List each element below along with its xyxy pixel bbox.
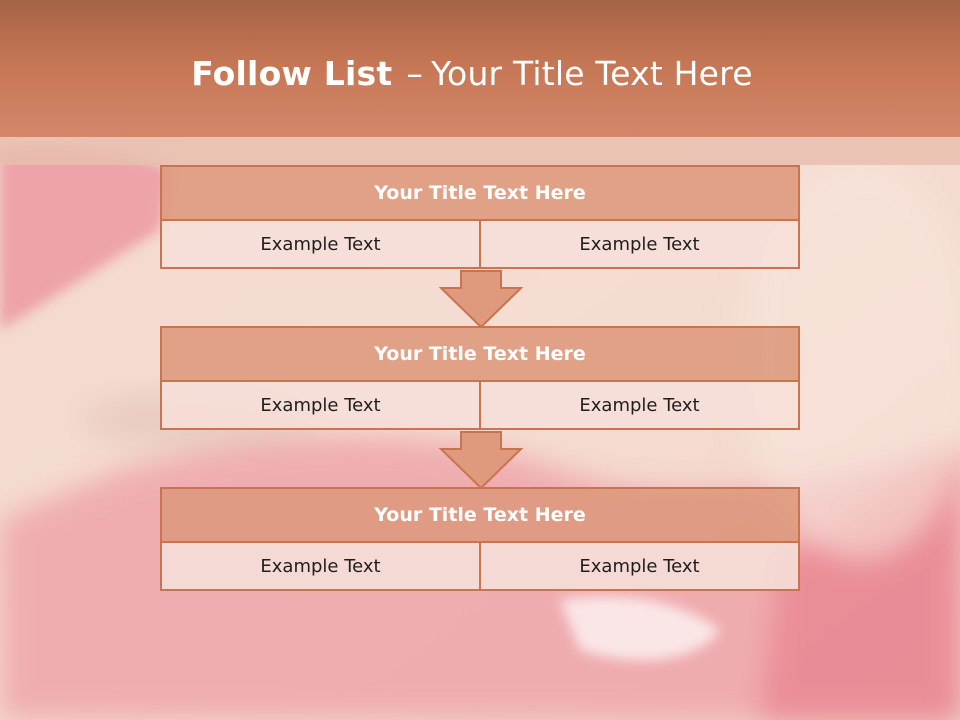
block-row: Example Text Example Text (160, 541, 800, 591)
block-cell-left: Example Text (160, 219, 481, 269)
block-title: Your Title Text Here (160, 326, 800, 382)
title-bold: Follow List (191, 54, 393, 93)
block-cell-right: Example Text (479, 219, 800, 269)
block-title: Your Title Text Here (160, 165, 800, 221)
block-cell-right: Example Text (479, 541, 800, 591)
list-block-1: Your Title Text Here Example Text Exampl… (160, 165, 800, 269)
list-block-3: Your Title Text Here Example Text Exampl… (160, 487, 800, 591)
block-row: Example Text Example Text (160, 219, 800, 269)
title-separator: – (406, 54, 424, 93)
down-arrow-icon (438, 270, 524, 328)
block-cell-left: Example Text (160, 541, 481, 591)
list-block-2: Your Title Text Here Example Text Exampl… (160, 326, 800, 430)
block-row: Example Text Example Text (160, 380, 800, 430)
block-title: Your Title Text Here (160, 487, 800, 543)
title-rest: Your Title Text Here (431, 54, 753, 93)
header-bar (0, 0, 960, 137)
header-strip (0, 137, 960, 165)
down-arrow-icon (438, 431, 524, 489)
slide-title: Follow List–Your Title Text Here (0, 54, 944, 93)
block-cell-left: Example Text (160, 380, 481, 430)
block-cell-right: Example Text (479, 380, 800, 430)
